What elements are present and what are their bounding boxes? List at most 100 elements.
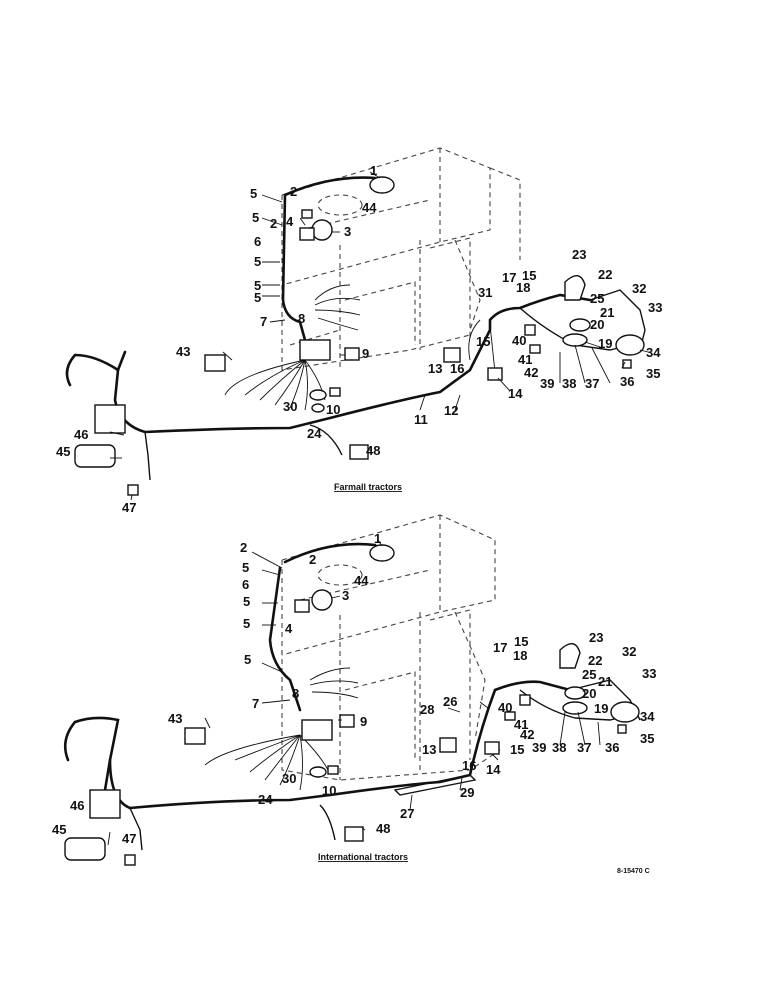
callout-bottom: 36 (605, 740, 619, 755)
switch-3-top (311, 219, 333, 241)
callout-bottom: 22 (588, 653, 602, 668)
callout-bottom: 27 (400, 806, 414, 821)
callout-top: 8 (298, 311, 305, 326)
gauge-1-top (369, 176, 395, 194)
callout-bottom: 2 (240, 540, 247, 555)
callout-top: 7 (260, 314, 267, 329)
callout-bottom: 6 (242, 577, 249, 592)
callout-top: 33 (648, 300, 662, 315)
callout-top: 6 (254, 234, 261, 249)
leaders-bottom (107, 539, 601, 846)
callout-bottom: 39 (532, 740, 546, 755)
callout-bottom: 40 (498, 700, 512, 715)
callout-bottom: 15 (510, 742, 524, 757)
callout-bottom: 17 (493, 640, 507, 655)
callout-top: 23 (572, 247, 586, 262)
callout-bottom: 18 (513, 648, 527, 663)
callout-top: 47 (122, 500, 136, 515)
callout-bottom: 15 (514, 634, 528, 649)
callout-bottom: 46 (70, 798, 84, 813)
callout-top: 37 (585, 376, 599, 391)
callout-top: 30 (283, 399, 297, 414)
callout-bottom: 23 (589, 630, 603, 645)
callout-top: 34 (646, 345, 661, 360)
switch-4-top (299, 227, 315, 241)
callout-bottom: 3 (342, 588, 349, 603)
callout-top: 21 (600, 305, 614, 320)
caption-international: International tractors (318, 852, 408, 862)
callout-bottom: 29 (460, 785, 474, 800)
leaders-top (109, 171, 653, 501)
callout-top: 14 (508, 386, 523, 401)
callout-top: 13 (428, 361, 442, 376)
callout-bottom: 19 (594, 701, 608, 716)
callout-top: 38 (562, 376, 576, 391)
harness-wiring-top (65, 176, 646, 481)
callout-bottom: 30 (282, 771, 296, 786)
harness-wiring-bottom (63, 542, 641, 851)
callout-bottom: 7 (252, 696, 259, 711)
callout-top: 43 (176, 344, 190, 359)
lamp-23-top (564, 275, 586, 301)
callout-bottom: 35 (640, 731, 654, 746)
callout-top: 18 (516, 280, 530, 295)
callout-bottom: 38 (552, 740, 566, 755)
callout-top: 36 (620, 374, 634, 389)
callout-bottom: 32 (622, 644, 636, 659)
callout-bottom: 45 (52, 822, 66, 837)
callout-top: 5 (254, 290, 261, 305)
drawing-reference-number: 8-15470 C (617, 868, 650, 875)
part-47-top (127, 484, 139, 496)
callout-bottom: 8 (292, 686, 299, 701)
callout-top: 20 (590, 317, 604, 332)
callout-top: 35 (646, 366, 660, 381)
callouts-bottom: 1 2 2 3 4 44 5 6 5 5 5 7 8 9 43 30 10 24… (52, 531, 656, 846)
callout-top: 5 (252, 210, 259, 225)
callout-bottom: 44 (354, 573, 369, 588)
callout-top: 5 (254, 278, 261, 293)
callout-bottom: 5 (243, 594, 250, 609)
callout-top: 32 (632, 281, 646, 296)
callout-top: 10 (326, 402, 340, 417)
callout-top: 11 (414, 412, 428, 427)
relay-43-top (204, 354, 226, 372)
callout-bottom: 25 (582, 667, 596, 682)
callout-bottom: 13 (422, 742, 436, 757)
callout-bottom: 41 (514, 717, 528, 732)
callout-bottom: 1 (374, 531, 381, 546)
callout-bottom: 2 (309, 552, 316, 567)
junction-46-top (94, 404, 126, 434)
callout-bottom: 28 (420, 702, 434, 717)
callout-top: 22 (598, 267, 612, 282)
callout-top: 24 (307, 426, 322, 441)
callout-top: 16 (450, 361, 464, 376)
callout-top: 19 (598, 336, 612, 351)
callout-top: 40 (512, 333, 526, 348)
callout-top: 39 (540, 376, 554, 391)
callout-bottom: 37 (577, 740, 591, 755)
callout-bottom: 33 (642, 666, 656, 681)
callouts-top: 1 2 2 3 4 44 5 5 6 5 5 5 7 8 9 43 30 10 … (56, 163, 662, 515)
callout-bottom: 42 (520, 727, 534, 742)
callout-top: 5 (254, 254, 261, 269)
callout-top: 4 (286, 214, 294, 229)
callout-bottom: 9 (360, 714, 367, 729)
starter-45-top (74, 444, 116, 468)
gauge-1-bottom (369, 544, 395, 562)
connector-8-top (299, 339, 331, 361)
international-assembly: 1 2 2 3 4 44 5 6 5 5 5 7 8 9 43 30 10 24… (52, 514, 656, 866)
callout-bottom: 5 (242, 560, 249, 575)
callout-top: 2 (290, 184, 297, 199)
callout-top: 15 (476, 334, 490, 349)
caption-farmall: Farmall tractors (334, 482, 402, 492)
callout-top: 31 (478, 285, 492, 300)
callout-top: 25 (590, 291, 604, 306)
plate-13-top (443, 347, 461, 363)
callout-bottom: 10 (322, 783, 336, 798)
callout-top: 12 (444, 403, 458, 418)
callout-top: 1 (370, 163, 377, 178)
connector-9-top (344, 347, 360, 361)
callout-top: 48 (366, 443, 380, 458)
lamp-34-top (615, 334, 645, 356)
